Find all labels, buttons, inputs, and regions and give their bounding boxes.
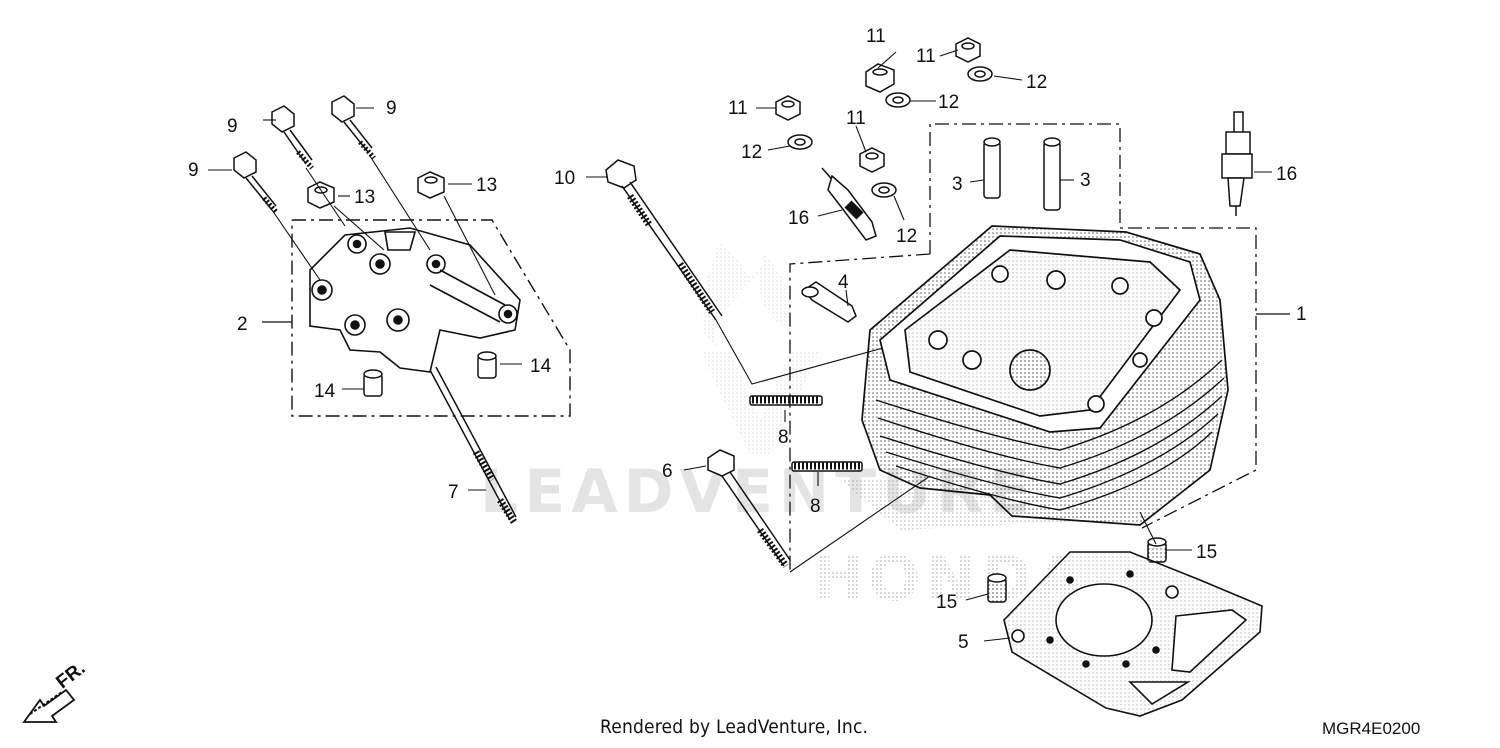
cap-11-c [775, 95, 801, 121]
cap-11-d [859, 147, 885, 173]
cylinder-head-gasket [1003, 551, 1263, 717]
washer-12-c [787, 134, 813, 150]
callout-3-left: 3 [952, 174, 963, 195]
bolt-9-middle [271, 105, 314, 170]
callout-11-right: 11 [916, 46, 936, 67]
callout-8-upper: 8 [778, 427, 789, 448]
dowel-pin-15-right [1147, 537, 1167, 563]
bolt-9-right [331, 95, 376, 160]
valve-guide-3-left [983, 137, 1001, 199]
callout-3-right: 3 [1080, 170, 1091, 191]
cap-11-a [865, 63, 895, 93]
dowel-pin-14-left [363, 369, 383, 397]
washer-12-d [871, 182, 897, 198]
callout-16-left: 16 [788, 208, 809, 229]
washer-12-b [967, 66, 993, 82]
callout-8-lower: 8 [810, 496, 821, 517]
callout-7: 7 [448, 482, 459, 503]
diagram-code: MGR4E0200 [1322, 719, 1421, 738]
callout-15-right: 15 [1196, 542, 1217, 563]
washer-12-a [885, 92, 911, 108]
stud-8-lower [791, 461, 863, 472]
nut-13-left [307, 181, 335, 209]
bolt-9-left [233, 151, 278, 214]
callout-12-left: 12 [741, 142, 762, 163]
front-direction-arrow-icon [22, 688, 76, 723]
cylinder-head [861, 225, 1229, 526]
callout-9-right: 9 [386, 98, 397, 119]
leaders-rocker-group [208, 107, 522, 491]
callout-15-left: 15 [936, 592, 957, 613]
callout-9-left: 9 [188, 160, 199, 181]
rocker-arm-holder [309, 227, 521, 373]
leaders-head-group [586, 49, 1272, 642]
bolt-6 [707, 449, 931, 573]
callout-12-right: 12 [1026, 72, 1047, 93]
dowel-pin-14-right [477, 351, 497, 379]
callout-labels: 1 2 3 3 4 5 6 7 8 8 9 9 9 10 11 11 11 11… [188, 26, 1307, 653]
callout-13-left: 13 [354, 187, 375, 208]
callout-9-middle: 9 [227, 116, 238, 137]
valve-guide-4 [801, 281, 857, 323]
callout-5: 5 [958, 632, 969, 653]
callout-11-center: 11 [846, 108, 866, 129]
callout-12-center: 12 [896, 226, 917, 247]
callout-10: 10 [554, 168, 575, 189]
dowel-pin-15-left [987, 573, 1007, 603]
callout-12-top: 12 [938, 92, 959, 113]
bolt-10 [605, 159, 891, 385]
callout-2: 2 [237, 314, 248, 335]
rocker-arm-holder-group [262, 219, 571, 417]
callout-6: 6 [662, 461, 673, 482]
callout-1: 1 [1296, 304, 1307, 325]
callout-11-left: 11 [728, 98, 748, 119]
nut-13-right [417, 171, 445, 199]
spark-plug-16-left [821, 167, 877, 241]
callout-11-top: 11 [866, 26, 886, 47]
stud-8-upper [749, 395, 823, 406]
cylinder-head-group-outline [789, 123, 1290, 572]
render-credit: Rendered by LeadVenture, Inc. [600, 716, 869, 738]
callout-4: 4 [838, 272, 849, 293]
stud-bolt-7 [429, 366, 517, 524]
valve-guide-3-right [1043, 137, 1061, 211]
spark-plug-16-right [1221, 111, 1253, 216]
callout-14-right: 14 [530, 356, 552, 377]
callout-13-right: 13 [476, 175, 497, 196]
cap-11-b [955, 37, 981, 63]
callout-14-left: 14 [314, 381, 336, 402]
callout-16-right: 16 [1276, 164, 1297, 185]
